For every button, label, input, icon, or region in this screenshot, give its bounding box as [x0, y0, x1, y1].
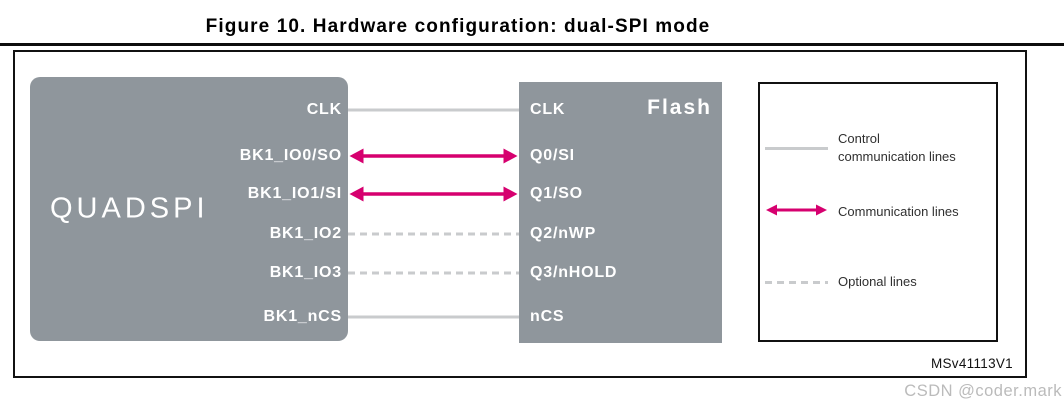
flash-pin-clk: CLK — [530, 101, 566, 118]
solid-line-swatch — [765, 146, 828, 150]
legend-label-optional: Optional lines — [838, 274, 917, 289]
quadspi-pin-io1: BK1_IO1/SI — [247, 185, 342, 202]
quadspi-block-label: QUADSPI — [50, 192, 209, 225]
wire-io0-double-arrow — [349, 148, 518, 164]
dashed-line-swatch — [765, 280, 828, 284]
legend-box: Control communication lines Communicatio… — [758, 82, 998, 342]
figure-title: Figure 10. Hardware configuration: dual-… — [205, 16, 711, 37]
quadspi-pin-clk: CLK — [306, 101, 342, 118]
flash-block-label: Flash — [647, 96, 712, 119]
quadspi-pin-io3: BK1_IO3 — [269, 264, 342, 281]
figure-reference-code: MSv41113V1 — [930, 356, 1013, 371]
connection-lines — [348, 108, 519, 319]
flash-block: Flash CLK Q0/SI Q1/SO Q2/nWP Q3/nHOLD nC… — [519, 82, 722, 343]
legend-item-optional-lines: Optional lines — [765, 270, 917, 294]
legend-item-communication-lines: Communication lines — [765, 200, 959, 224]
csdn-watermark: CSDN @coder.mark — [904, 382, 1062, 400]
quadspi-block: QUADSPI CLK BK1_IO0/SO BK1_IO1/SI BK1_IO… — [30, 77, 348, 341]
wire-io1-double-arrow — [349, 186, 518, 202]
title-rule — [0, 43, 1064, 46]
flash-pin-q3: Q3/nHOLD — [530, 264, 618, 281]
flash-pin-q2: Q2/nWP — [530, 225, 597, 242]
flash-pin-q0: Q0/SI — [530, 147, 575, 164]
flash-pin-ncs: nCS — [530, 308, 565, 325]
diagram-frame: QUADSPI CLK BK1_IO0/SO BK1_IO1/SI BK1_IO… — [13, 50, 1027, 378]
legend-label-control: Control communication lines — [838, 131, 956, 164]
double-arrow-swatch — [765, 203, 828, 222]
flash-pin-q1: Q1/SO — [530, 185, 583, 202]
quadspi-pin-io0: BK1_IO0/SO — [239, 147, 342, 164]
quadspi-pin-ncs: BK1_nCS — [263, 308, 342, 325]
legend-item-control-lines: Control communication lines — [765, 128, 956, 168]
quadspi-pin-io2: BK1_IO2 — [269, 225, 342, 242]
legend-label-communication: Communication lines — [838, 204, 959, 219]
